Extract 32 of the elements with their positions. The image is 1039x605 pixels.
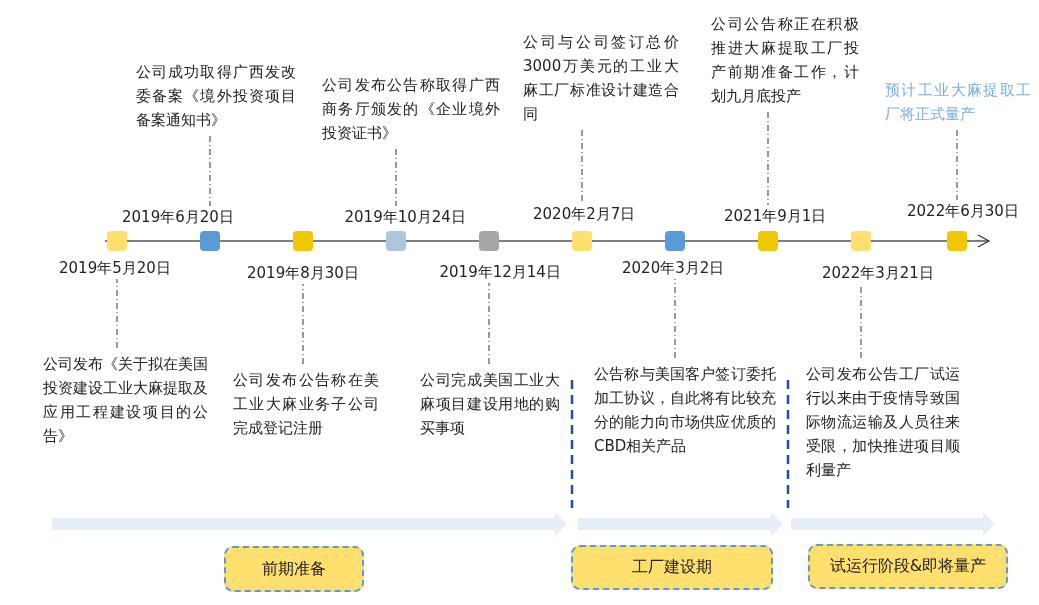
date-label: 2020年3月2日 — [622, 259, 725, 278]
date-label: 2021年9月1日 — [724, 207, 827, 226]
event-text: 公司公告称正在积极推进大麻提取工厂投产前期准备工作，计划九月底投产 — [711, 12, 859, 108]
leader-line — [302, 283, 304, 365]
leader-line — [581, 129, 583, 204]
event-text: 公司发布公告称在美工业大麻业务子公司完成登记注册 — [233, 368, 379, 440]
date-label: 2022年6月30日 — [907, 202, 1019, 221]
date-label: 2020年2月7日 — [533, 205, 636, 224]
event-text: 预计工业大麻提取工厂将正式量产 — [885, 78, 1031, 126]
leader-line — [116, 278, 118, 349]
leader-line — [209, 135, 211, 207]
event-text: 公司成功取得广西发改委备案《境外投资项目备案通知书》 — [136, 60, 296, 132]
event-text: 公告称与美国客户签订委托加工协议，自此将有比较充分的能力向市场供应优质的CBD相关产品 — [594, 362, 776, 458]
event-text: 公司发布公告工厂试运行以来由于疫情导致国际物流运输及人员往来受限，加快推进项目顺利量产 — [806, 362, 960, 482]
phase-box: 工厂建设期 — [571, 545, 773, 590]
leader-line — [674, 278, 676, 359]
event-text: 公司发布《关于拟在美国投资建设工业大麻提取及应用工程建设项目的公告》 — [43, 352, 208, 448]
phase-box: 试运行阶段&即将量产 — [808, 544, 1008, 589]
date-label: 2019年10月24日 — [344, 208, 466, 227]
event-text: 公司与公司签订总价3000万美元的工业大麻工厂标准设计建造合同 — [523, 30, 679, 126]
leader-line — [488, 282, 490, 365]
date-label: 2019年6月20日 — [122, 208, 234, 227]
event-text: 公司完成美国工业大麻项目建设用地的购买事项 — [420, 368, 560, 440]
leader-line — [767, 111, 769, 206]
event-text: 公司发布公告称取得广西商务厅颁发的《企业境外投资证书》 — [322, 73, 500, 145]
date-label: 2019年12月14日 — [439, 263, 561, 282]
leader-line — [956, 129, 958, 201]
date-label: 2022年3月21日 — [822, 264, 934, 283]
date-label: 2019年5月20日 — [59, 259, 171, 278]
leader-line — [395, 148, 397, 207]
phase-box: 前期准备 — [224, 546, 364, 592]
date-label: 2019年8月30日 — [247, 264, 359, 283]
